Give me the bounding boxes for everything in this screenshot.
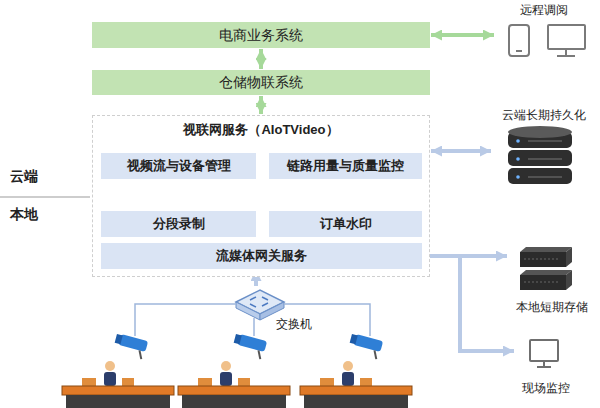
node-text: 链路用量与质量监控 (287, 158, 404, 174)
module-box: 分段录制 (101, 211, 256, 237)
cameras (112, 333, 383, 360)
layer-divider (0, 196, 90, 198)
service-group: 视频流与设备管理 链路用量与质量监控分段录制 订单水印流媒体网关服务 视联网服务（AI… (92, 115, 430, 277)
system-box: 电商业务系统 (92, 22, 430, 48)
node-text: 视联网服务（AIoTVideo） (183, 122, 338, 138)
local-storage-node: 本地短期存储 (508, 244, 596, 314)
node-text: 现场监控 (522, 381, 570, 395)
cloud-storage-node: 云端长期持久化 (492, 108, 596, 188)
remote-devices-icon (509, 25, 585, 56)
switch-node: 交换机 (230, 287, 316, 331)
connector-arrow (431, 33, 494, 37)
node-text: 云端长期持久化 (502, 108, 586, 122)
switch-icon (236, 290, 284, 320)
layer-label: 云端 (10, 168, 38, 186)
camera-wires (135, 304, 370, 336)
node-text: 交换机 (276, 317, 312, 331)
connector-arrow (423, 256, 514, 351)
connector-arrow (259, 49, 263, 69)
module-box: 视频流与设备管理 (101, 153, 256, 179)
node-text: 电商业务系统 (219, 27, 303, 44)
node-text: 订单水印 (320, 216, 372, 232)
connector-arrow (259, 96, 263, 114)
node-text: 分段录制 (153, 216, 205, 232)
module-box: 链路用量与质量监控 (269, 153, 422, 179)
node-text: 视频流与设备管理 (127, 158, 231, 174)
gateway-box: 流媒体网关服务 (101, 243, 422, 269)
module-box: 订单水印 (269, 211, 422, 237)
monitor-icon (530, 340, 558, 367)
server-icon (520, 247, 572, 290)
node-text: 本地短期存储 (516, 300, 588, 314)
system-box: 仓储物联系统 (92, 70, 430, 95)
remote-access-node: 远程调阅 (495, 3, 593, 59)
workstations (62, 361, 412, 408)
node-text: 仓储物联系统 (219, 74, 303, 91)
connector-arrow (431, 149, 491, 153)
node-text: 远程调阅 (520, 3, 568, 17)
database-icon (508, 126, 572, 184)
node-text: 流媒体网关服务 (216, 248, 307, 264)
monitor-node: 现场监控 (515, 335, 577, 395)
layer-label: 本地 (10, 206, 38, 224)
